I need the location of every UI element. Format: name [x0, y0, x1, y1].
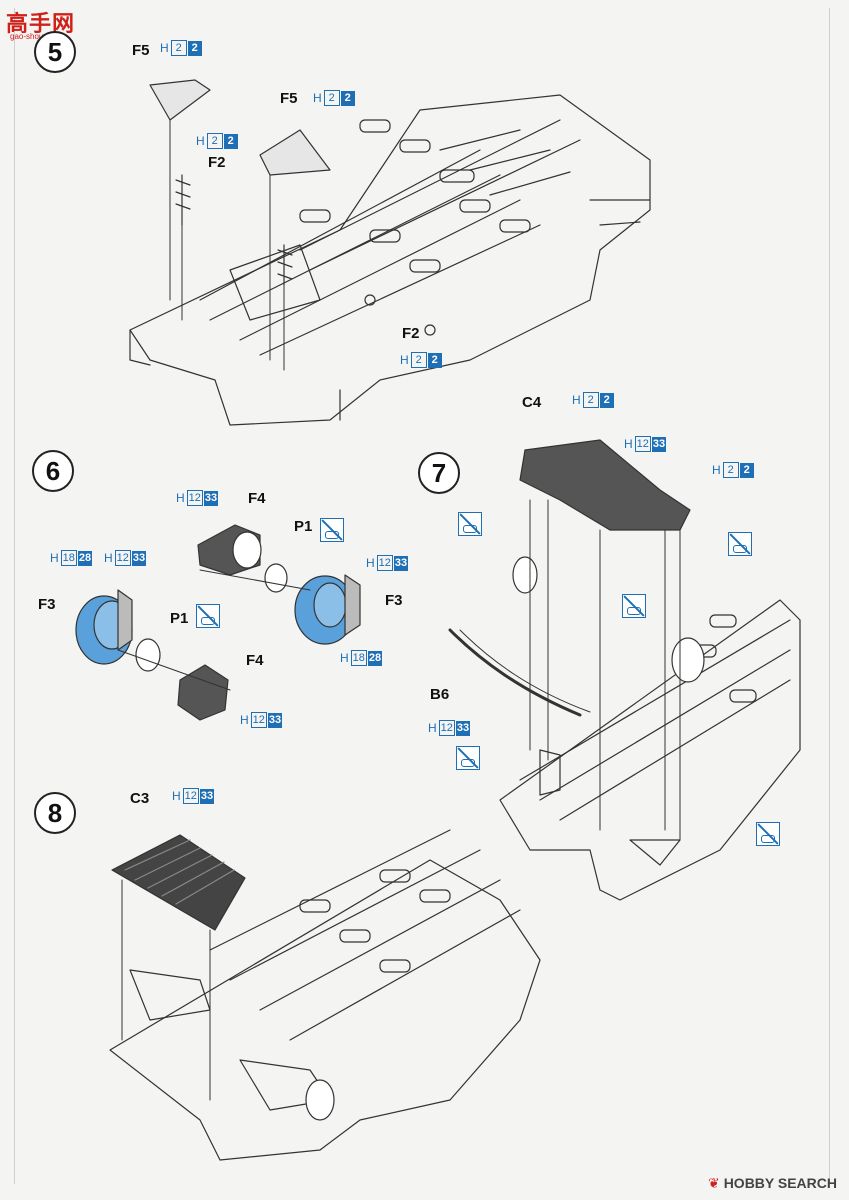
no-glue-icon — [320, 518, 344, 542]
part-label-f5: F5 — [280, 90, 298, 107]
part-label-f2: F2 — [208, 154, 226, 171]
part-label-f3: F3 — [385, 592, 403, 609]
step5-chassis-drawing — [129, 94, 651, 426]
step6-parts — [75, 524, 361, 721]
step-8-badge: 8 — [34, 792, 76, 834]
no-glue-icon — [756, 822, 780, 846]
part-label-f4: F4 — [248, 490, 266, 507]
page-border — [14, 8, 830, 1184]
step-5-badge: 5 — [34, 31, 76, 73]
part-label-p1: P1 — [294, 518, 313, 535]
step7-drawing — [448, 439, 801, 901]
hobby-search-watermark: ❦HOBBY SEARCH — [707, 1175, 837, 1191]
hobby-logo-icon: ❦ — [707, 1175, 720, 1191]
part-label-b6: B6 — [430, 686, 450, 703]
step-6-badge: 6 — [32, 450, 74, 492]
part-label-f3: F3 — [38, 596, 56, 613]
step-7-badge: 7 — [418, 452, 460, 494]
no-glue-icon — [456, 746, 480, 770]
no-glue-icon — [728, 532, 752, 556]
part-label-f5: F5 — [132, 42, 150, 59]
part-label-f4: F4 — [246, 652, 264, 669]
step8-drawing — [109, 829, 541, 1161]
part-label-c4: C4 — [522, 394, 542, 411]
step5-parts — [149, 79, 331, 371]
part-label-c3: C3 — [130, 790, 150, 807]
part-label-p1: P1 — [170, 610, 189, 627]
no-glue-icon — [196, 604, 220, 628]
part-label-f2: F2 — [402, 325, 420, 342]
no-glue-icon — [622, 594, 646, 618]
no-glue-icon — [458, 512, 482, 536]
